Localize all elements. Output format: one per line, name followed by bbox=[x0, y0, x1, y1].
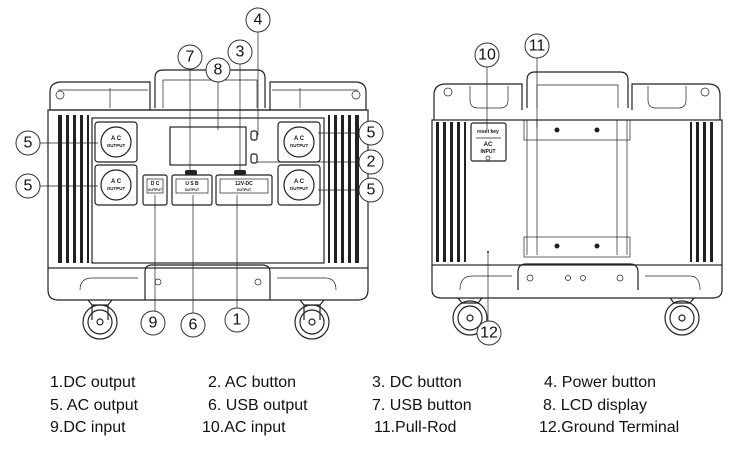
callout-9: 9 bbox=[140, 310, 166, 336]
legend-item: 11.Pull-Rod bbox=[374, 419, 457, 436]
svg-text:OUTPUT: OUTPUT bbox=[290, 186, 309, 191]
svg-text:D C: D C bbox=[151, 181, 160, 187]
callout-5-right-top: 5 bbox=[358, 120, 384, 146]
legend-item: 3. DC button bbox=[372, 374, 462, 391]
svg-text:2: 2 bbox=[367, 154, 376, 171]
back-body bbox=[431, 119, 723, 266]
power-button bbox=[250, 130, 258, 141]
callout-5-right-bottom: 5 bbox=[358, 177, 384, 203]
svg-text:U S B: U S B bbox=[185, 181, 199, 187]
legend-item: 7. USB button bbox=[372, 397, 472, 414]
left-ribs bbox=[58, 115, 89, 263]
legend-item: 6. USB output bbox=[208, 397, 308, 414]
usb-output-port: U S B OUTPUT bbox=[171, 174, 213, 206]
back-leader-lines bbox=[486, 58, 538, 321]
back-wheel-left bbox=[452, 297, 488, 336]
dc-output-port: 12V-DC OUTPUT bbox=[215, 174, 273, 206]
front-wheel-right bbox=[294, 299, 330, 340]
callout-7: 7 bbox=[177, 44, 203, 70]
ac-output-right-bottom: A C OUTPUT bbox=[277, 164, 321, 206]
svg-text:OUTPUT: OUTPUT bbox=[185, 188, 200, 192]
legend-item: 4. Power button bbox=[544, 374, 657, 391]
svg-text:OUTPUT: OUTPUT bbox=[107, 186, 126, 191]
svg-text:4: 4 bbox=[254, 12, 263, 29]
callout-12: 12 bbox=[476, 320, 502, 346]
svg-text:OUTPUT: OUTPUT bbox=[237, 188, 252, 192]
svg-text:9: 9 bbox=[149, 315, 158, 332]
legend-item: 2. AC button bbox=[208, 374, 297, 391]
legend-item: 8. LCD display bbox=[543, 397, 648, 414]
callout-8: 8 bbox=[205, 57, 231, 83]
front-bumper bbox=[47, 268, 369, 301]
ac-output-right-top: A C OUTPUT bbox=[277, 121, 321, 163]
svg-text:3: 3 bbox=[236, 44, 245, 61]
callout-10: 10 bbox=[474, 42, 500, 68]
legend-item: 1.DC output bbox=[50, 374, 136, 391]
svg-text:1: 1 bbox=[233, 312, 242, 329]
pull-rod-handle bbox=[526, 71, 629, 108]
usb-button bbox=[185, 170, 197, 175]
svg-text:5: 5 bbox=[367, 125, 376, 142]
callout-6: 6 bbox=[180, 312, 206, 338]
back-lid bbox=[433, 83, 721, 120]
svg-text:10: 10 bbox=[478, 47, 496, 64]
ac-output-left-bottom: A C OUTPUT bbox=[94, 164, 138, 206]
svg-text:11: 11 bbox=[529, 38, 546, 55]
right-ribs bbox=[328, 115, 359, 263]
legend-item: 9.DC input bbox=[50, 419, 126, 436]
ac-output-left-top: A C OUTPUT bbox=[94, 121, 138, 163]
callout-5-left-top: 5 bbox=[15, 130, 41, 156]
svg-text:reset key: reset key bbox=[477, 129, 499, 135]
back-left-ribs bbox=[436, 122, 466, 262]
back-wheel-right bbox=[664, 297, 700, 336]
legend-item: 5. AC output bbox=[50, 397, 139, 414]
back-view: reset key AC INPUT 10 11 12 bbox=[431, 33, 723, 346]
front-view: A C OUTPUT A C OUTPUT A C OUTPUT A C OUT… bbox=[15, 7, 384, 340]
front-wheel-left bbox=[82, 299, 118, 340]
ac-button bbox=[250, 153, 258, 164]
svg-text:7: 7 bbox=[186, 49, 195, 66]
callout-11: 11 bbox=[524, 33, 550, 59]
pull-rod-straps bbox=[523, 119, 631, 258]
svg-text:12: 12 bbox=[480, 325, 498, 342]
svg-text:12V-DC: 12V-DC bbox=[235, 181, 253, 187]
legend-item: 10.AC input bbox=[202, 419, 286, 436]
svg-text:OUTPUT: OUTPUT bbox=[290, 143, 309, 148]
back-right-ribs bbox=[690, 122, 713, 262]
callout-4: 4 bbox=[245, 7, 271, 33]
svg-text:A C: A C bbox=[294, 179, 305, 185]
svg-text:AC: AC bbox=[484, 142, 493, 148]
front-leader-lines bbox=[40, 32, 359, 313]
svg-text:A C: A C bbox=[111, 179, 122, 185]
legend-item: 12.Ground Terminal bbox=[539, 419, 680, 436]
callout-2: 2 bbox=[358, 149, 384, 175]
callout-5-left-bottom: 5 bbox=[15, 173, 41, 199]
svg-text:5: 5 bbox=[367, 182, 376, 199]
callout-1: 1 bbox=[224, 307, 250, 333]
svg-text:5: 5 bbox=[24, 135, 33, 152]
svg-text:A C: A C bbox=[111, 136, 122, 142]
svg-text:A C: A C bbox=[294, 136, 305, 142]
lcd-display bbox=[169, 126, 247, 166]
svg-text:OUTPUT: OUTPUT bbox=[148, 188, 163, 192]
svg-text:5: 5 bbox=[24, 178, 33, 195]
dc-button bbox=[234, 170, 246, 175]
svg-text:INPUT: INPUT bbox=[481, 149, 496, 155]
ac-input-panel: reset key AC INPUT bbox=[470, 122, 507, 162]
front-lid bbox=[49, 81, 367, 110]
svg-text:6: 6 bbox=[189, 317, 198, 334]
svg-text:8: 8 bbox=[214, 62, 223, 79]
product-diagram: A C OUTPUT A C OUTPUT A C OUTPUT A C OUT… bbox=[15, 7, 723, 346]
svg-text:OUTPUT: OUTPUT bbox=[107, 143, 126, 148]
callout-3: 3 bbox=[227, 39, 253, 65]
